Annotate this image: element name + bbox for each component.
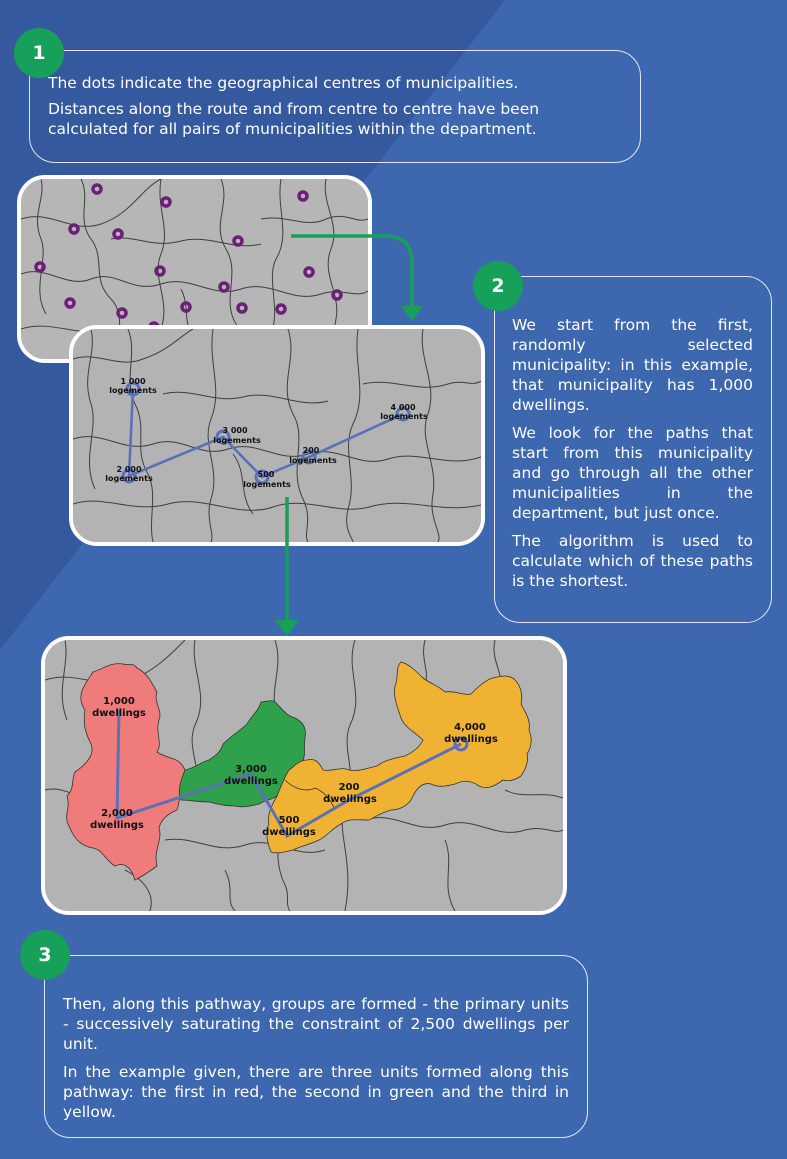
map3-label-3-number: 3,000 (235, 764, 267, 775)
map2-label-6-number: 4 000 (390, 403, 415, 412)
units-route-line (115, 709, 462, 839)
units-route-nodes (453, 736, 469, 752)
map3-label-4-unit: dwellings (262, 827, 316, 838)
step3-paragraph-2: In the example given, there are three un… (63, 1063, 569, 1121)
map2-label-6-unit: logements (380, 412, 428, 421)
map2-label-1-unit: logements (109, 386, 157, 395)
step3-badge: 3 (20, 930, 70, 980)
map2-label-2-unit: logements (105, 474, 153, 483)
step2-paragraph-1: We start from the first, randomly select… (512, 316, 753, 414)
map2-label-5-unit: logements (289, 456, 337, 465)
step2-card: We start from the first, randomly select… (494, 276, 772, 623)
map2-label-2-number: 2 000 (116, 465, 141, 474)
map3-label-1-number: 1,000 (103, 696, 135, 707)
map-route: 1 000 logements 2 000 logements 3 000 lo… (69, 325, 485, 546)
step1-card: The dots indicate the geographical centr… (29, 50, 641, 163)
step1-badge: 1 (14, 28, 64, 78)
step1-line-1: The dots indicate the geographical centr… (48, 74, 519, 92)
route-line (127, 388, 404, 479)
step3-card: Then, along this pathway, groups are for… (44, 955, 588, 1138)
map2-label-4-number: 500 (258, 470, 275, 479)
step2-paragraph-2: We look for the paths that start from th… (512, 424, 753, 522)
step3-paragraph-1: Then, along this pathway, groups are for… (63, 995, 569, 1053)
municipality-centre-dots (34, 183, 343, 333)
step1-line-2: Distances along the route and from centr… (48, 100, 540, 138)
map3-label-2-unit: dwellings (90, 820, 144, 831)
unit-red-region (66, 663, 186, 881)
step2-paragraph-3: The algorithm is used to calculate which… (512, 532, 753, 590)
map2-label-5-number: 200 (303, 446, 320, 455)
map2-label-3-unit: logements (213, 436, 261, 445)
map3-label-4-number: 500 (279, 815, 300, 826)
map3-label-5-number: 200 (339, 782, 360, 793)
map3-label-1-unit: dwellings (92, 708, 146, 719)
step2-badge: 2 (473, 261, 523, 311)
map3-label-6-number: 4,000 (454, 722, 486, 733)
map-units: 1,000 dwellings 2,000 dwellings 3,000 dw… (41, 636, 567, 915)
arrow-map1-to-map2 (291, 234, 414, 307)
unit-green-region (178, 700, 306, 808)
map2-label-4-unit: logements (243, 480, 291, 489)
map2-label-1-number: 1 000 (120, 377, 145, 386)
map3-label-5-unit: dwellings (323, 794, 377, 805)
map3-label-2-number: 2,000 (101, 808, 133, 819)
route-nodes (121, 381, 411, 485)
map3-label-6-unit: dwellings (444, 734, 498, 745)
map3-label-3-unit: dwellings (224, 776, 278, 787)
map2-label-3-number: 3 000 (222, 426, 247, 435)
